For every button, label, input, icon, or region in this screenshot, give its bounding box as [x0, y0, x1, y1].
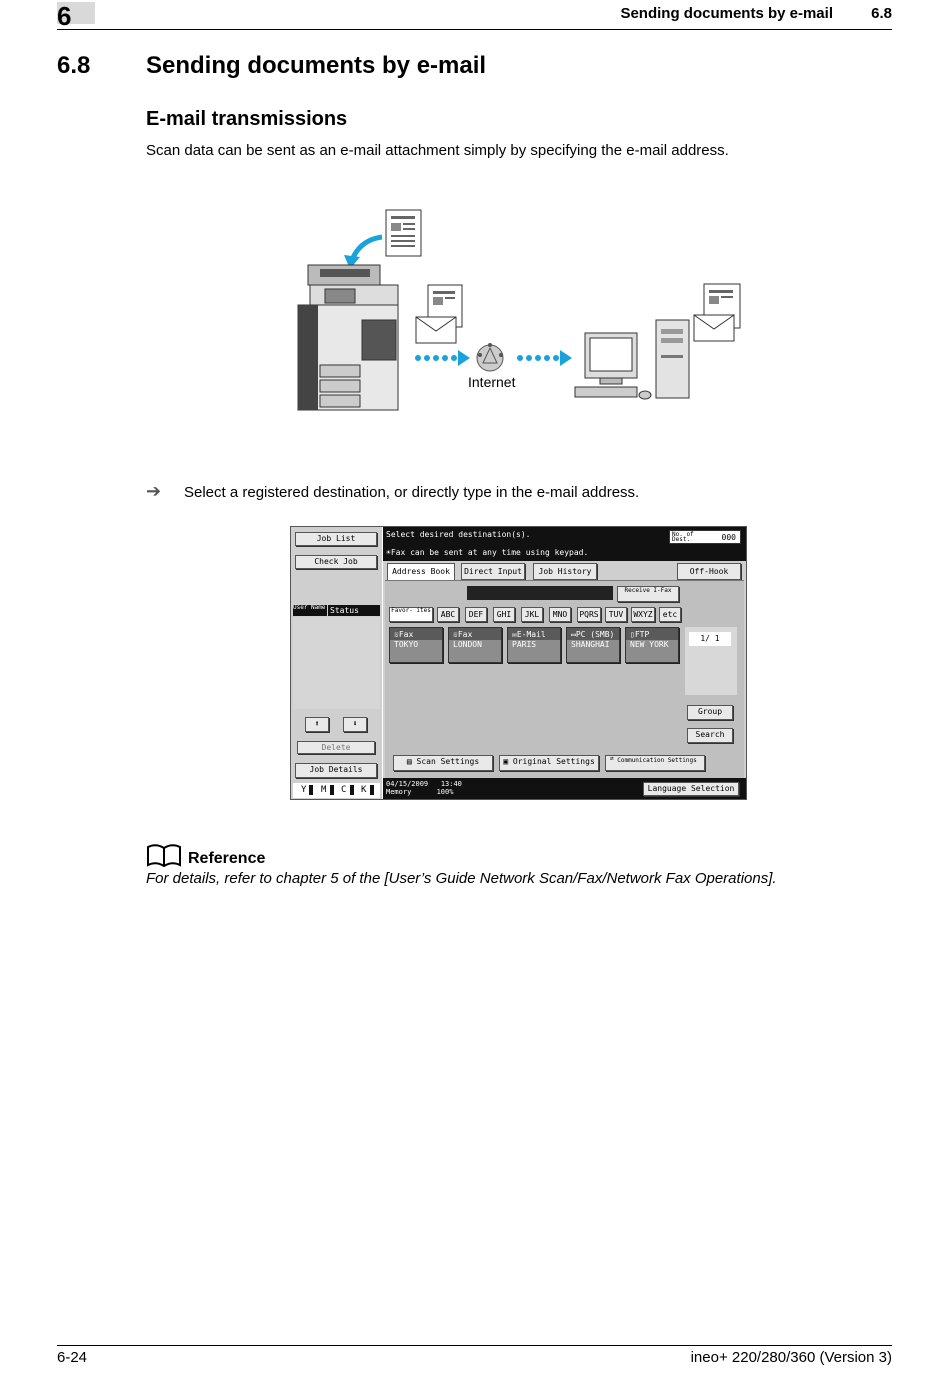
footer-rule: [57, 1345, 892, 1346]
mail-document-icon: [693, 283, 741, 342]
status-header: Status: [328, 605, 380, 616]
fax-icon: ☏: [453, 630, 458, 639]
language-selection-button[interactable]: Language Selection: [643, 782, 739, 796]
bulb-icon: ☀: [386, 548, 391, 557]
toner-cyan: C: [341, 785, 347, 795]
reference-title: Reference: [188, 850, 266, 867]
index-jkl[interactable]: JKL: [521, 607, 543, 622]
subsection-title: E-mail transmissions: [146, 108, 348, 130]
mfp-machine-icon: [297, 264, 399, 411]
tab-address-book[interactable]: Address Book: [387, 563, 455, 580]
tab-direct-input[interactable]: Direct Input: [461, 563, 525, 580]
internet-label: Internet: [468, 374, 516, 390]
toner-yellow: Y: [301, 785, 307, 795]
page-area: 1/ 1: [685, 627, 737, 695]
dest-count: 000: [721, 533, 736, 542]
subsection-body: Scan data can be sent as an e-mail attac…: [146, 142, 729, 159]
insert-arrow-icon: [349, 234, 383, 262]
index-def[interactable]: DEF: [465, 607, 487, 622]
user-name-header: User Name: [293, 605, 327, 616]
chapter-number: 6: [57, 1, 72, 31]
index-pqrs[interactable]: PQRS: [577, 607, 601, 622]
index-ghi[interactable]: GHI: [493, 607, 515, 622]
mail-document-icon: [415, 284, 463, 344]
control-panel-screen: Job List Check Job User Name Status ⬆ ⬇ …: [290, 526, 747, 800]
fax-icon: ☏: [394, 630, 399, 639]
message-line-2: ☀Fax can be sent at any time using keypa…: [386, 548, 589, 557]
reference-text: For details, refer to chapter 5 of the […: [146, 870, 777, 887]
left-panel: Job List Check Job User Name Status ⬆ ⬇ …: [291, 527, 382, 799]
scroll-up-button[interactable]: ⬆: [305, 717, 329, 732]
scan-settings-button[interactable]: ▤ Scan Settings: [393, 755, 493, 771]
step-text: Select a registered destination, or dire…: [184, 484, 640, 501]
running-section-number: 6.8: [871, 5, 892, 22]
email-icon: ✉: [512, 630, 517, 639]
favorites-button[interactable]: Favor- ites: [389, 607, 433, 622]
index-mno[interactable]: MNO: [549, 607, 571, 622]
group-button[interactable]: Group: [687, 705, 733, 720]
job-details-button[interactable]: Job Details: [295, 763, 377, 778]
index-abc[interactable]: ABC: [437, 607, 459, 622]
status-left: 04/15/2009 13:40 Memory 100%: [386, 780, 462, 796]
reference-book-icon: [147, 844, 181, 868]
communication-icon: ⇄: [610, 755, 614, 762]
job-list-area: [293, 617, 380, 709]
internet-globe-icon: [476, 343, 504, 372]
pc-icon: ▭: [571, 630, 576, 639]
time: 13:40: [440, 780, 462, 788]
ftp-icon: ▯: [630, 630, 635, 639]
original-document-icon: [385, 209, 422, 257]
message-line-1: Select desired destination(s).: [386, 530, 531, 539]
off-hook-button[interactable]: Off-Hook: [677, 563, 741, 580]
destination-shanghai[interactable]: ▭PC (SMB)SHANGHAI: [566, 627, 620, 663]
toner-indicator: Y M C K: [293, 783, 380, 798]
page-number: 6-24: [57, 1349, 88, 1366]
index-wxyz[interactable]: WXYZ: [631, 607, 655, 622]
header-rule: [57, 29, 892, 30]
dotted-arrow-icon: [517, 350, 572, 366]
receive-ifax-button[interactable]: Receive I-Fax: [617, 586, 679, 602]
chapter-tab: [57, 2, 95, 24]
step-arrow-icon: ➔: [146, 481, 162, 501]
original-settings-button[interactable]: ▣ Original Settings: [499, 755, 599, 771]
index-tuv[interactable]: TUV: [605, 607, 627, 622]
scroll-down-button[interactable]: ⬇: [343, 717, 367, 732]
section-number: 6.8: [57, 52, 91, 79]
toner-magenta: M: [321, 785, 327, 795]
date: 04/15/2009: [386, 780, 429, 788]
communication-settings-button[interactable]: ⇄ Communication Settings: [605, 755, 705, 771]
job-list-button[interactable]: Job List: [295, 532, 377, 546]
email-transmission-illustration: [297, 209, 741, 411]
search-button[interactable]: Search: [687, 728, 733, 743]
check-job-button[interactable]: Check Job: [295, 555, 377, 569]
main-panel: Select desired destination(s). ☀Fax can …: [383, 527, 746, 799]
running-title: Sending documents by e-mail: [620, 5, 833, 22]
index-etc[interactable]: etc: [659, 607, 681, 622]
dest-counter: No. of Dest. 000: [669, 530, 741, 544]
memory-label: Memory: [386, 788, 412, 796]
product-name: ineo+ 220/280/360 (Version 3): [690, 1349, 892, 1366]
memory-value: 100%: [436, 788, 454, 796]
page-counter: 1/ 1: [689, 632, 731, 646]
section-title: Sending documents by e-mail: [146, 52, 487, 79]
toner-black: K: [361, 785, 367, 795]
scan-icon: ▤: [406, 757, 412, 766]
original-icon: ▣: [503, 757, 509, 766]
destination-field: [467, 586, 613, 600]
dotted-arrow-icon: [415, 350, 470, 366]
delete-button[interactable]: Delete: [297, 741, 375, 754]
tab-job-history[interactable]: Job History: [533, 563, 597, 580]
computer-icon: [574, 319, 690, 400]
